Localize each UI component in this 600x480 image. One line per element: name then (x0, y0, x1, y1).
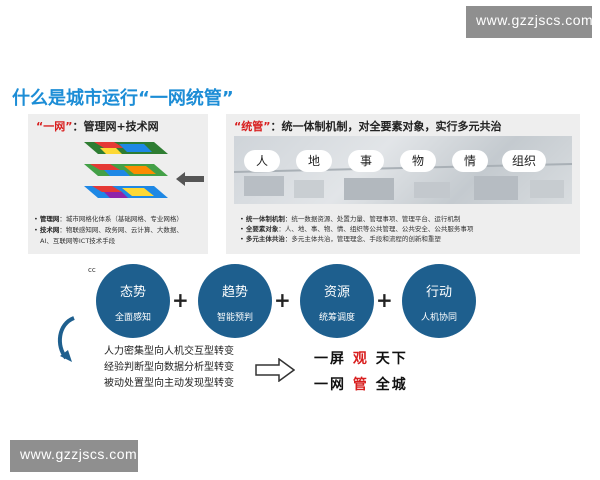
layer-middle (84, 164, 168, 176)
transformation-item: 经验判断型向数据分析型转变 (104, 362, 234, 373)
right-bullet-1: • 统一体制机制：统一数据资源、处置力量、管理事项、管理平台、运行机制 (240, 215, 461, 223)
transformation-item: 被动处置型向主动发现型转变 (104, 378, 234, 389)
transformation-list: 人力密集型向人机交互型转变 经验判断型向数据分析型转变 被动处置型向主动发现型转… (104, 344, 234, 392)
circle-xingdong: 行动 人机协同 (402, 264, 476, 338)
left-panel-heading: “一网”：管理网+技术网 (36, 118, 208, 134)
circle-subtitle: 人机协同 (420, 313, 457, 323)
transformation-item: 人力密集型向人机交互型转变 (104, 346, 234, 357)
circle-qushi: 趋势 智能预判 (198, 264, 272, 338)
left-bullet-2: • 技术网：物联感知网、政务网、云计算、大数据、 (34, 226, 183, 234)
hollow-arrow-right-icon (255, 358, 295, 382)
plus-sign: + (172, 288, 189, 312)
tag-zuzhi: 组织 (502, 150, 546, 172)
layer-bottom (84, 186, 168, 198)
arrow-left-icon (176, 172, 204, 186)
right-panel-heading-rest: ：统一体制机制，对全要素对象，实行多元共治 (270, 120, 502, 133)
circle-subtitle: 智能预判 (216, 313, 253, 323)
circle-title: 行动 (425, 285, 452, 300)
tag-wu: 物 (400, 150, 436, 172)
right-panel: “统管”：统一体制机制，对全要素对象，实行多元共治 人 地 事 物 情 组织 •… (226, 114, 580, 254)
left-panel-heading-rest: ：管理网+技术网 (72, 120, 159, 133)
page-title: 什么是城市运行“一网统管” (12, 88, 234, 109)
plus-sign: + (274, 288, 291, 312)
tag-qing: 情 (452, 150, 488, 172)
right-bullet-3: • 多元主体共治：多元主体共治，管理理念、手段和流程的创新和重塑 (240, 235, 441, 243)
left-panel-heading-highlight: “一网” (36, 120, 73, 133)
tag-di: 地 (296, 150, 332, 172)
circle-ziyuan: 资源 统筹调度 (300, 264, 374, 338)
circle-title: 态势 (119, 285, 146, 300)
right-bullet-2: • 全要素对象：人、地、事、物、情、组织等公共管理、公共安全、公共服务事项 (240, 225, 474, 233)
slogan-2: 一网 管 全城 (314, 377, 408, 393)
circle-title: 趋势 (221, 285, 248, 300)
slogan-1: 一屏 观 天下 (314, 351, 408, 367)
network-layers-illustration (84, 142, 168, 198)
tag-ren: 人 (244, 150, 280, 172)
left-panel: “一网”：管理网+技术网 • 管理网：城市网格化体系（基础网格、专业网格） • … (28, 114, 208, 254)
circle-taishi: 态势 全面感知 (96, 264, 170, 338)
curved-arrow-icon (57, 316, 75, 362)
plus-sign: + (376, 288, 393, 312)
left-bullet-1: • 管理网：城市网格化体系（基础网格、专业网格） (34, 215, 183, 223)
watermark-bottom: www.gzzjscs.com (10, 440, 138, 472)
circle-title: 资源 (323, 285, 350, 300)
right-panel-heading-highlight: “统管” (234, 120, 271, 133)
tag-shi: 事 (348, 150, 384, 172)
city-aerial-image: 人 地 事 物 情 组织 (234, 136, 572, 204)
right-panel-heading: “统管”：统一体制机制，对全要素对象，实行多元共治 (234, 118, 580, 134)
left-bullet-3: AI、互联网等ICT技术手段 (40, 237, 116, 245)
layer-top (84, 142, 168, 154)
circle-subtitle: 全面感知 (114, 313, 151, 323)
circle-subtitle: 统筹调度 (318, 313, 355, 323)
watermark-top: www.gzzjscs.com (466, 6, 593, 38)
right-bullets: • 统一体制机制：统一数据资源、处置力量、管理事项、管理平台、运行机制 • 全要… (240, 214, 473, 244)
cc-label: cc (88, 266, 96, 274)
